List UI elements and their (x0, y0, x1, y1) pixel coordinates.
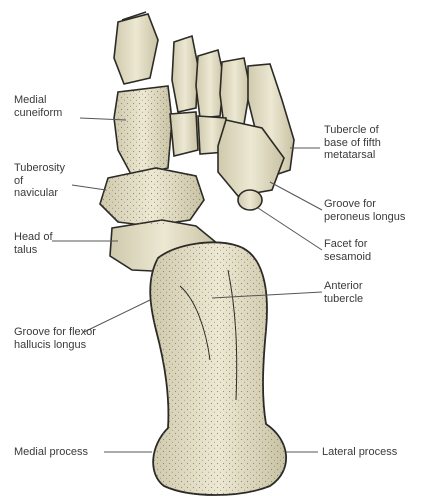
label-groove-for-peroneus-longus: Groove for peroneus longus (324, 198, 405, 223)
label-facet-for-sesamoid: Facet for sesamoid (324, 238, 371, 263)
third-metatarsal-bone (196, 50, 224, 118)
label-anterior-tubercle: Anterior tubercle (324, 280, 363, 305)
leader-groove-peroneus-longus (270, 182, 322, 210)
leader-tuberosity-of-navicular (72, 185, 106, 190)
label-head-of-talus: Head of talus (14, 231, 53, 256)
label-lateral-process: Lateral process (322, 446, 397, 459)
fourth-metatarsal-bone (220, 58, 250, 126)
intermediate-cuneiform-bone (170, 112, 198, 156)
leader-facet-sesamoid (258, 208, 322, 250)
label-medial-process: Medial process (14, 446, 88, 459)
sesamoid-facet (238, 190, 262, 210)
first-metatarsal-bone (114, 14, 158, 84)
label-medial-cuneiform: Medial cuneiform (14, 94, 62, 119)
label-groove-for-flexor-hallucis-longus: Groove for flexor hallucis longus (14, 326, 96, 351)
label-tuberosity-of-navicular: Tuberosity of navicular (14, 162, 65, 200)
second-metatarsal-bone (172, 36, 198, 112)
label-tubercle-of-base-of-fifth-metatarsal: Tubercle of base of fifth metatarsal (324, 124, 381, 162)
